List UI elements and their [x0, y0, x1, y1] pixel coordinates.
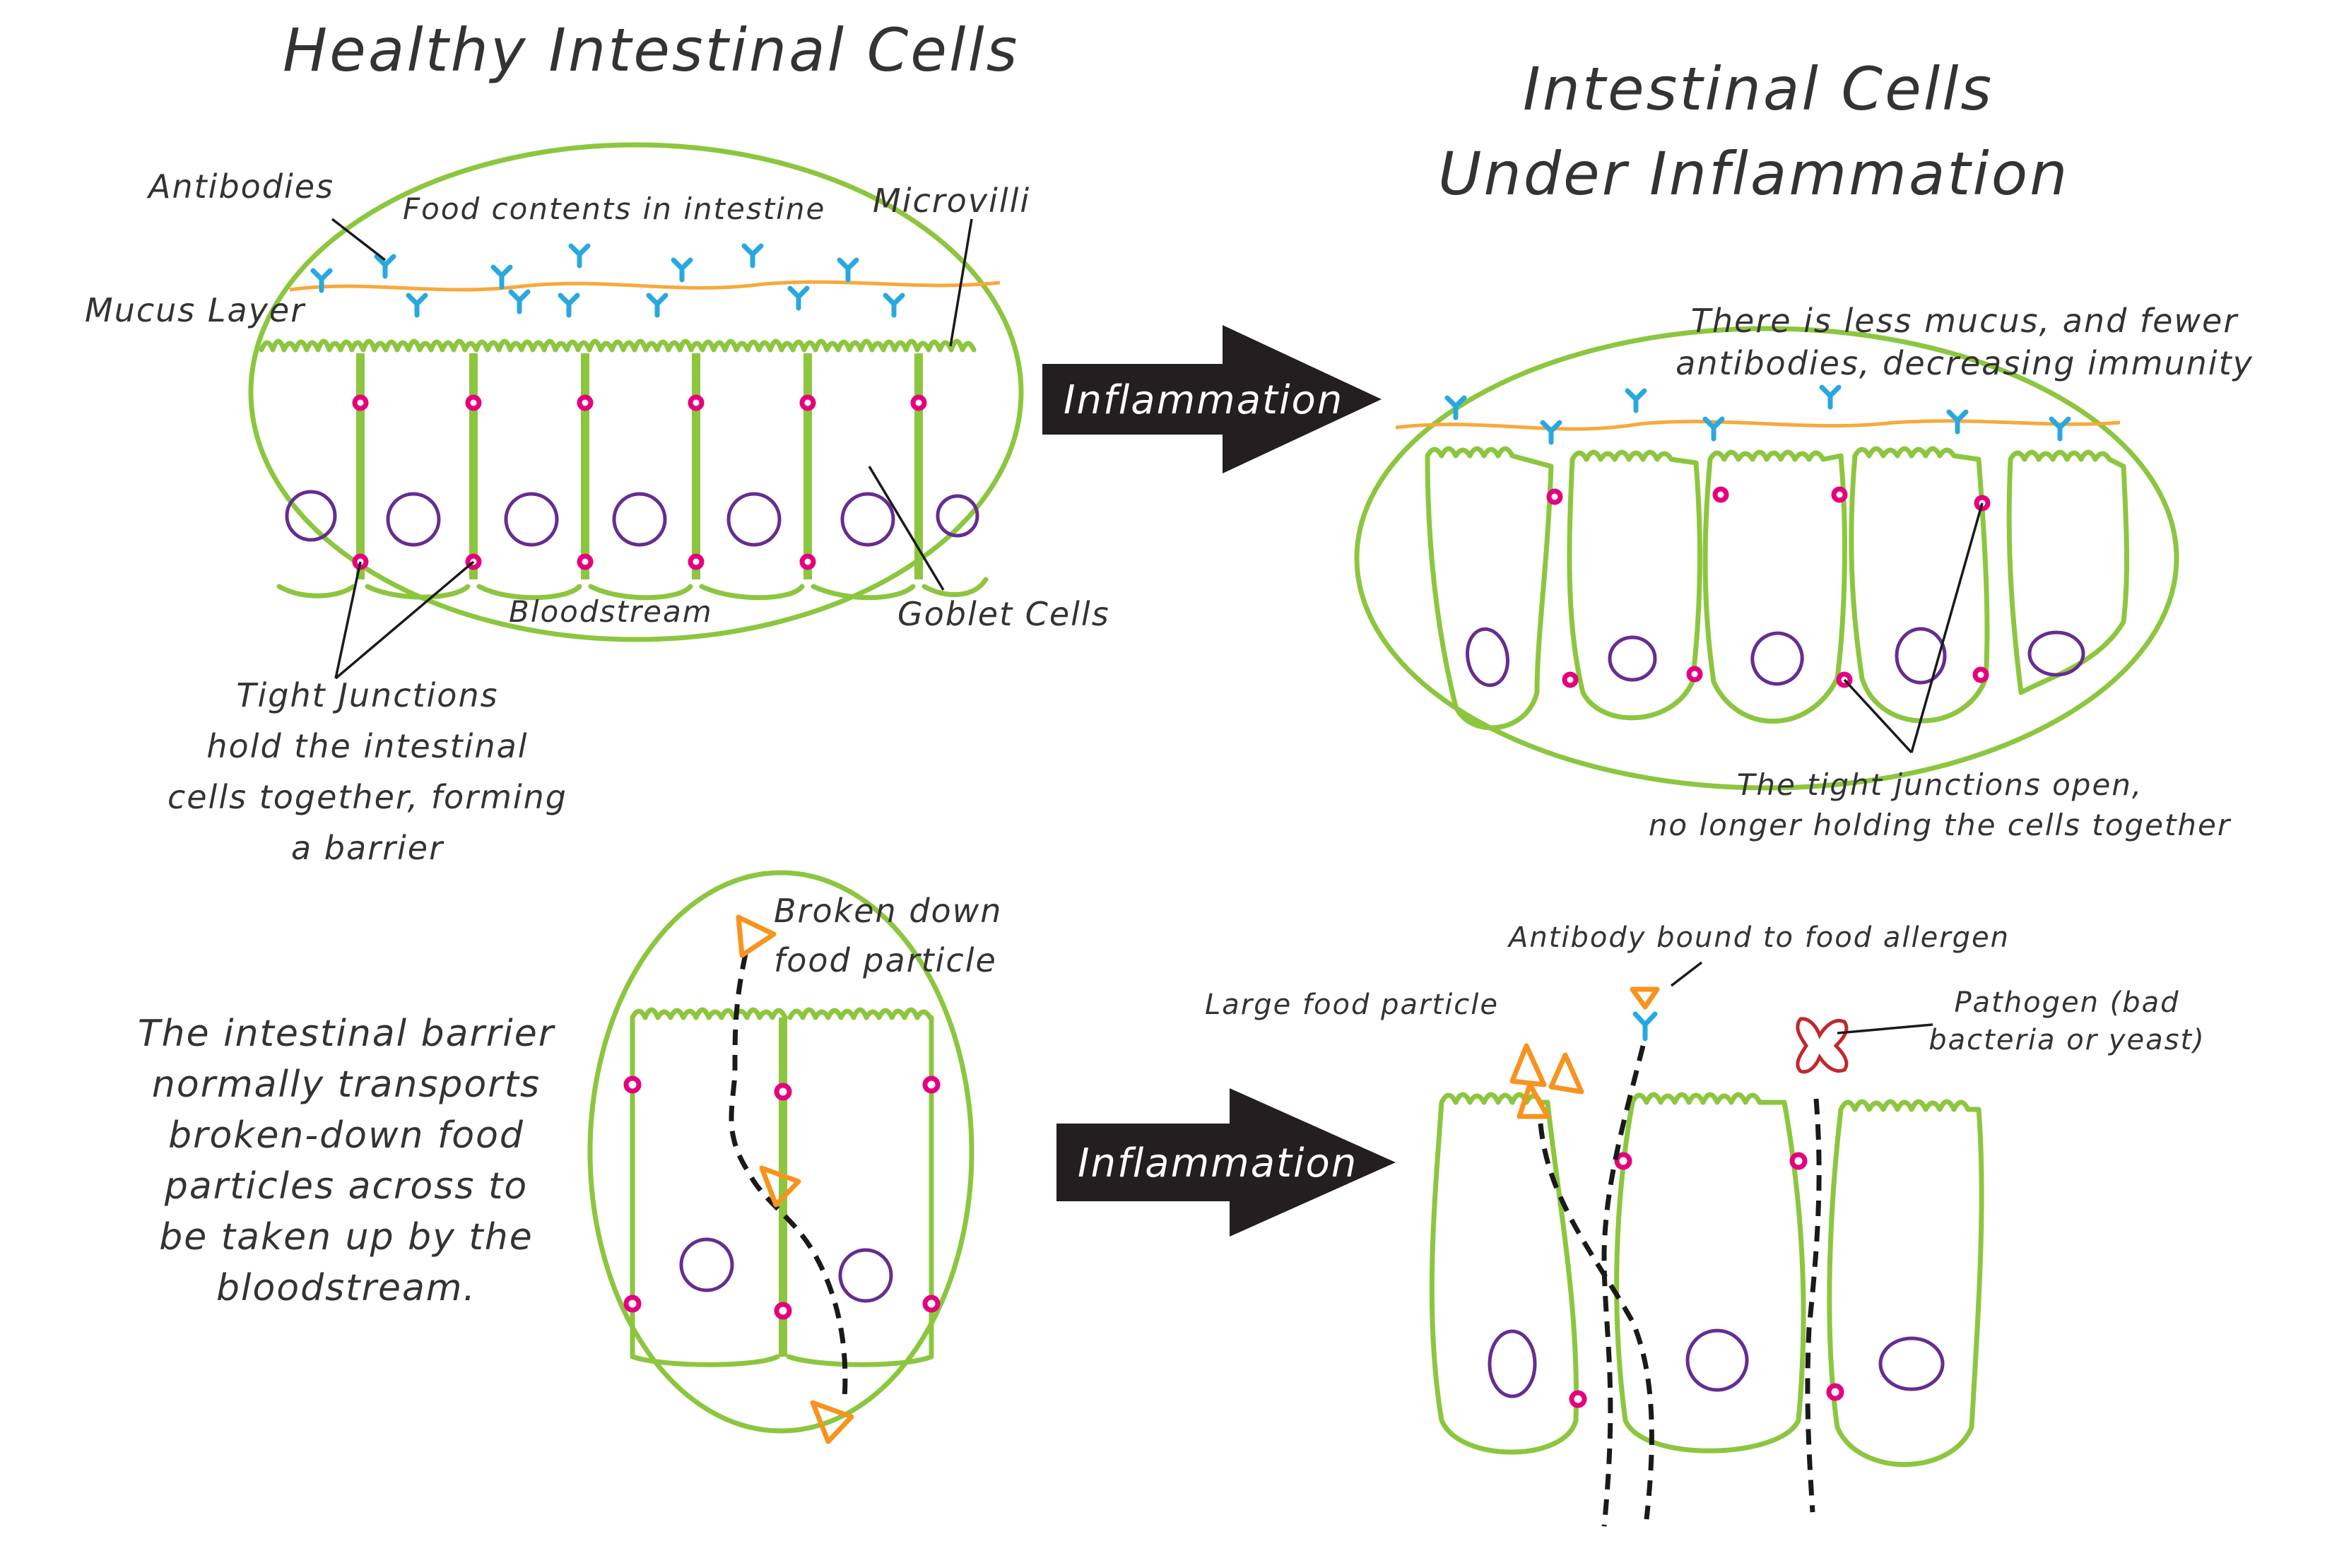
less-mucus-caption: There is less mucus, and fewer antibodie… — [1676, 302, 2254, 382]
leaky-paths — [1538, 1045, 1822, 1527]
microvilli-label: Microvilli — [873, 182, 1030, 220]
inflamed-tight-junctions — [1546, 486, 1991, 688]
healthy-mucus-layer — [289, 280, 1001, 292]
antibodies-label: Antibodies — [146, 167, 334, 206]
inflamed-cell-5 — [2006, 449, 2130, 695]
inflamed-title-line1: Intestinal Cells — [1523, 54, 1994, 124]
antibody-bound-label: Antibody bound to food allergen — [1507, 921, 2010, 954]
inflamed-cell-3 — [1702, 449, 1847, 724]
inflamed-nuclei — [1466, 627, 2085, 688]
transport-tight-junctions — [623, 1075, 941, 1320]
description-line-4: particles across to — [164, 1165, 528, 1208]
inflamed-title-line2: Under Inflammation — [1438, 139, 2069, 208]
tight-open-line-2: no longer holding the cells together — [1649, 808, 2232, 842]
healthy-cells-panel — [248, 142, 1024, 680]
bottom-inflammation-arrow: Inflammation — [1056, 1088, 1396, 1237]
healthy-panel-outline — [248, 142, 1024, 642]
healthy-tight-junctions — [352, 394, 927, 570]
large-food-particles — [1509, 1043, 1584, 1119]
bound-antibody — [1630, 986, 1660, 1042]
inflamed-cell-2 — [1567, 449, 1702, 721]
healthy-nuclei — [285, 490, 979, 547]
tight-junctions-line-2: hold the intestinal — [206, 727, 528, 765]
large-food-label: Large food particle — [1205, 989, 1499, 1021]
tight-junctions-line-3: cells together, forming — [167, 778, 567, 816]
healthy-title: Healthy Intestinal Cells — [283, 16, 1019, 85]
inflamed-cell-4 — [1849, 446, 1990, 724]
top-arrow-label: Inflammation — [1064, 377, 1343, 423]
tight-open-line-1: The tight junctions open, — [1737, 767, 2143, 802]
pathogen-line-1: Pathogen (bad — [1954, 986, 2179, 1019]
inflamed-panel-outline — [1354, 326, 2179, 791]
description-line-5: be taken up by the — [159, 1216, 534, 1258]
healthy-microvilli — [259, 338, 977, 353]
leaky-cell-2 — [1614, 1092, 1806, 1454]
inflamed-cell-1 — [1425, 446, 1554, 731]
less-mucus-line-2: antibodies, decreasing immunity — [1676, 344, 2254, 382]
leaky-leader-lines — [1670, 961, 1933, 1034]
tight-junctions-line-4: a barrier — [291, 829, 444, 867]
inflamed-cells-panel — [1354, 326, 2179, 791]
inflamed-cells — [1425, 446, 2130, 731]
leaky-gut-panel — [1429, 961, 1984, 1527]
leaky-cell-3 — [1827, 1099, 1984, 1467]
pathogen-caption: Pathogen (bad bacteria or yeast) — [1928, 986, 2206, 1056]
pathogen-icon — [1796, 1017, 1849, 1074]
inflamed-antibodies — [1447, 387, 2068, 442]
transport-panel-outline — [587, 870, 974, 1434]
leaky-cells — [1429, 1092, 1984, 1467]
less-mucus-line-1: There is less mucus, and fewer — [1691, 302, 2239, 340]
bottom-arrow-label: Inflammation — [1078, 1140, 1358, 1186]
transport-path — [729, 953, 848, 1400]
description-line-1: The intestinal barrier — [138, 1013, 556, 1055]
broken-food-particles — [736, 914, 854, 1444]
transport-panel — [587, 870, 974, 1444]
transport-cells-bottom — [630, 1354, 934, 1367]
healthy-cell-walls — [356, 353, 923, 579]
inflamed-leader-lines — [1843, 502, 1984, 754]
broken-food-caption: Broken down food particle — [774, 892, 1002, 979]
broken-food-line-2: food particle — [774, 941, 997, 979]
tight-open-caption: The tight junctions open, no longer hold… — [1649, 767, 2232, 842]
leaky-cell-1 — [1429, 1092, 1579, 1455]
goblet-cells-label: Goblet Cells — [897, 595, 1110, 633]
healthy-leader-lines — [331, 218, 973, 680]
food-contents-label: Food contents in intestine — [403, 191, 825, 226]
inflamed-mucus-layer — [1395, 419, 2121, 431]
pathogen-line-2: bacteria or yeast) — [1928, 1024, 2206, 1056]
transport-cells-top — [630, 1007, 933, 1020]
top-inflammation-arrow: Inflammation — [1042, 325, 1382, 473]
tight-junctions-caption: Tight Junctions hold the intestinal cell… — [167, 676, 567, 867]
description-line-6: bloodstream. — [216, 1267, 476, 1309]
bloodstream-label: Bloodstream — [509, 594, 713, 629]
leaky-nuclei — [1488, 1328, 1945, 1398]
leaky-tight-junctions — [1569, 1152, 1844, 1408]
mucus-layer-label: Mucus Layer — [85, 291, 306, 329]
description-line-3: broken-down food — [168, 1114, 524, 1157]
description-line-2: normally transports — [152, 1063, 541, 1106]
broken-food-line-1: Broken down — [774, 892, 1002, 930]
bottom-left-description: The intestinal barrier normally transpor… — [138, 1013, 556, 1309]
tight-junctions-line-1: Tight Junctions — [236, 676, 498, 714]
healthy-cell-bases — [276, 577, 989, 601]
